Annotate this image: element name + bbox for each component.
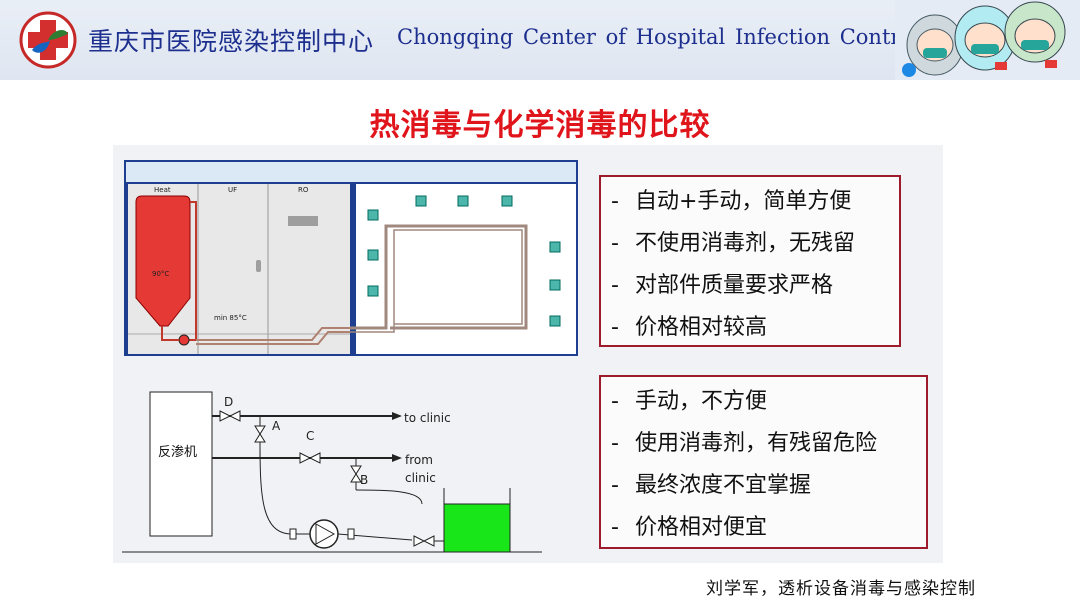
machine-label: 反渗机 xyxy=(158,445,197,460)
to-clinic-label: to clinic xyxy=(404,411,451,425)
valve-a-label: A xyxy=(272,419,281,433)
uf-label: UF xyxy=(228,186,237,194)
clinic-label: clinic xyxy=(405,471,436,485)
chemical-disinfection-diagram: 反渗机 to clinic D from clinic C A B xyxy=(122,391,542,553)
chemical-disinfection-features: -手动，不方便 -使用消毒剂，有残留危险 -最终浓度不宜掌握 -价格相对便宜 xyxy=(599,375,928,549)
list-item: -自动+手动，简单方便 xyxy=(611,189,852,214)
list-item: -最终浓度不宜掌握 xyxy=(611,473,812,498)
list-item: -价格相对便宜 xyxy=(611,515,768,540)
valve-d-label: D xyxy=(224,395,233,409)
temp-label: 90°C xyxy=(152,270,169,278)
heat-label: Heat xyxy=(154,186,171,194)
header-title-en: Chongqing Center of Hospital Infection C… xyxy=(397,25,920,49)
valve-b-label: B xyxy=(360,473,368,487)
list-item: -不使用消毒剂，无残留 xyxy=(611,231,856,256)
list-item: -对部件质量要求严格 xyxy=(611,273,834,298)
header-title-cn: 重庆市医院感染控制中心 xyxy=(88,27,375,56)
list-item: -手动，不方便 xyxy=(611,389,768,414)
heat-disinfection-diagram: Heat UF RO 90°C min 85°C xyxy=(124,160,578,356)
header-bar: 重庆市医院感染控制中心 Chongqing Center of Hospital… xyxy=(0,0,1080,80)
min-temp-label: min 85°C xyxy=(214,314,247,322)
heat-disinfection-features: -自动+手动，简单方便 -不使用消毒剂，无残留 -对部件质量要求严格 -价格相对… xyxy=(599,175,901,347)
valve-c-label: C xyxy=(306,429,314,443)
slide-title: 热消毒与化学消毒的比较 xyxy=(369,108,711,143)
red-cross-leaf-logo-icon xyxy=(19,11,77,69)
list-item: -使用消毒剂，有残留危险 xyxy=(611,431,878,456)
ro-label: RO xyxy=(298,186,309,194)
medical-staff-mascots-icon xyxy=(895,0,1080,80)
citation: 刘学军，透析设备消毒与感染控制 xyxy=(706,579,976,599)
from-label: from xyxy=(405,453,433,467)
list-item: -价格相对较高 xyxy=(611,315,768,340)
